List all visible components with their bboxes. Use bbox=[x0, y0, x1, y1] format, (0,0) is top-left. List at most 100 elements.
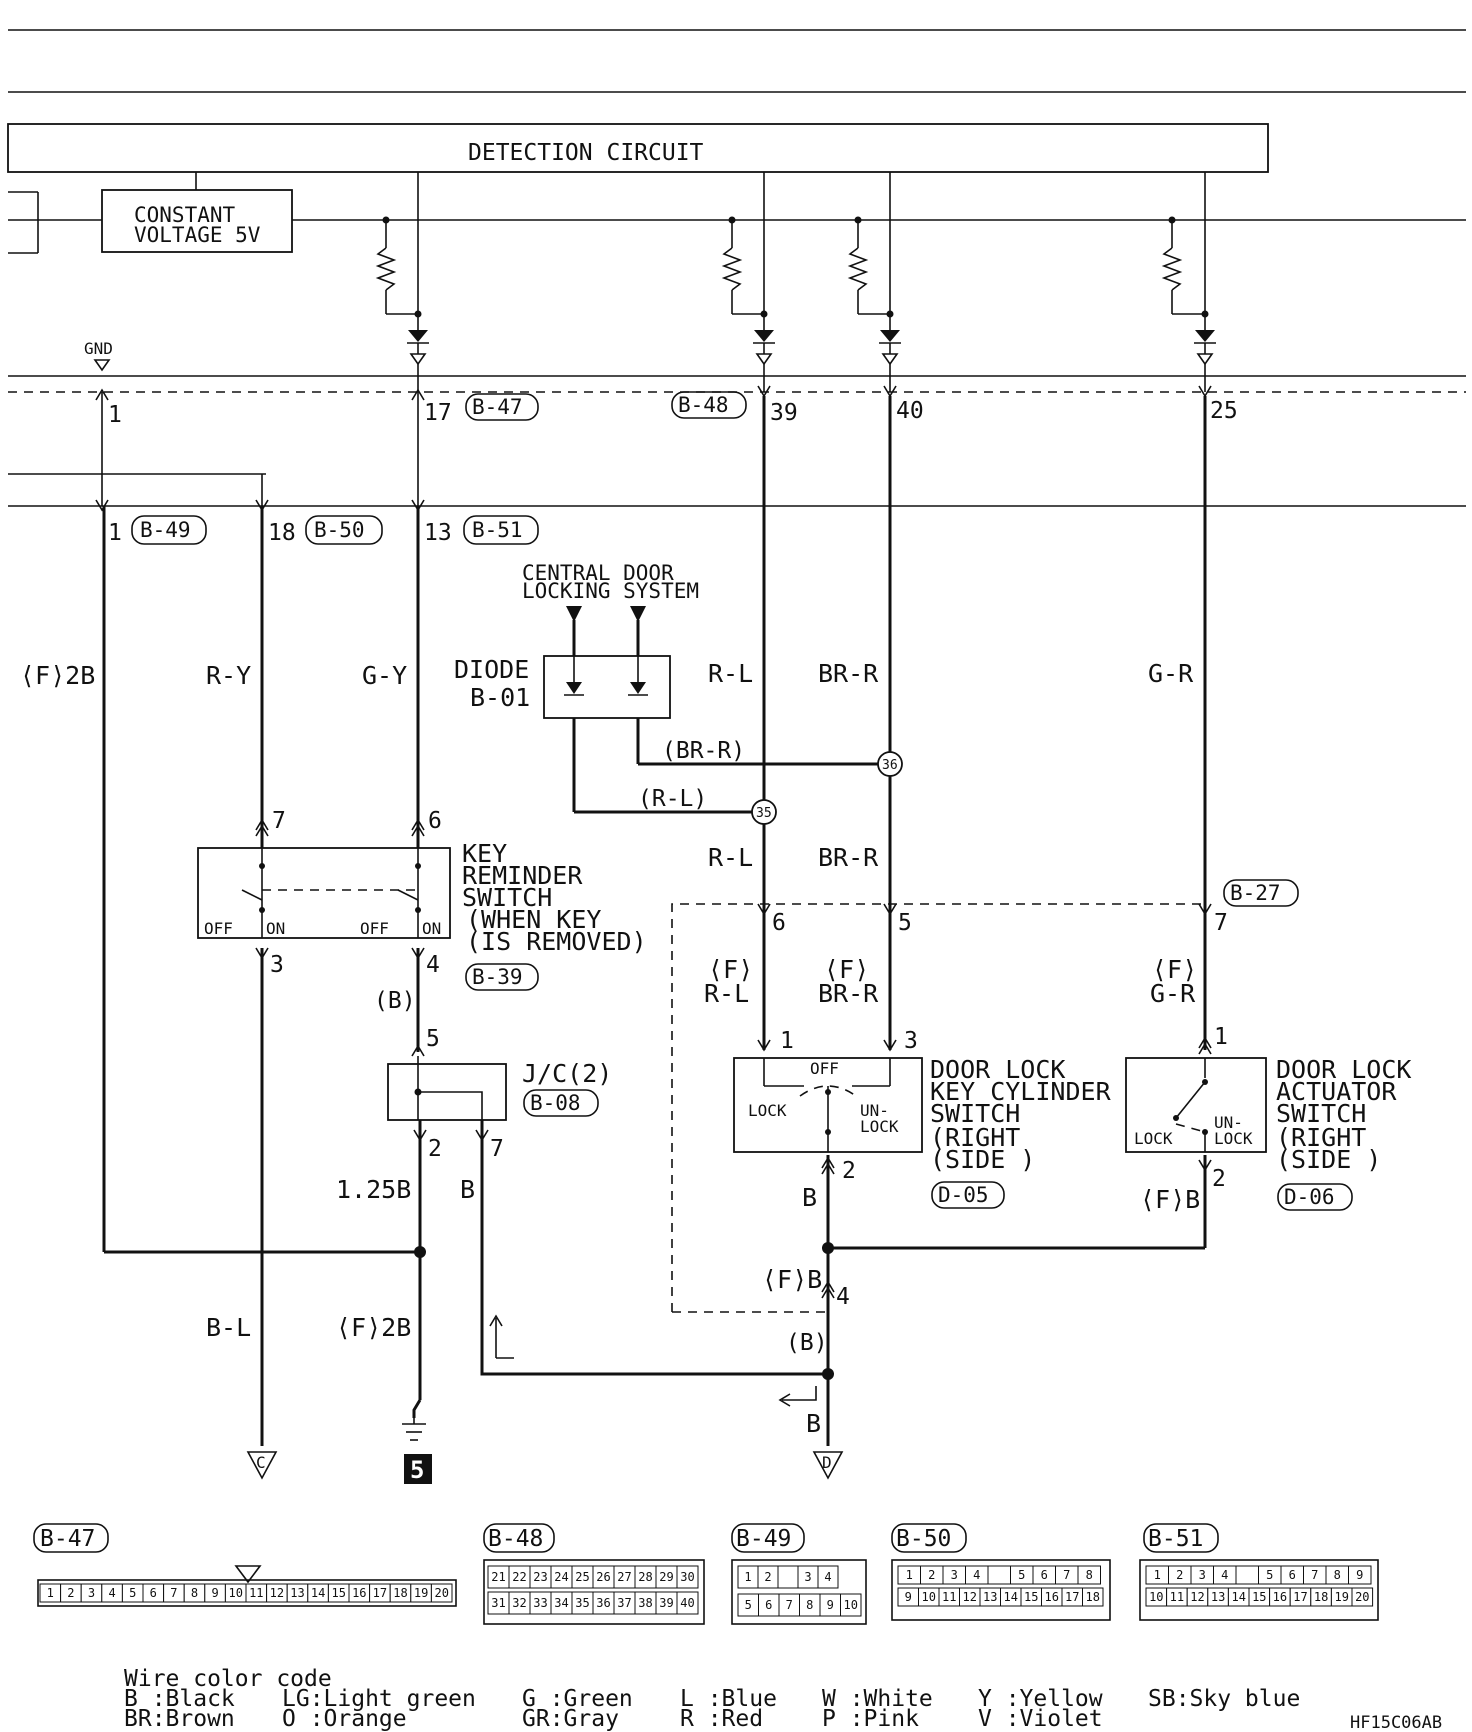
svg-text:(B): (B) bbox=[374, 988, 416, 1014]
door-lock-actuator-switch: 1 LOCK UN- LOCK DOOR LOCK ACTUATOR SWITC… bbox=[1125, 1024, 1411, 1214]
connector-pin-label: 21 bbox=[491, 1570, 505, 1584]
svg-text:(SIDE ): (SIDE ) bbox=[1276, 1145, 1381, 1174]
svg-text:(B): (B) bbox=[786, 1330, 828, 1356]
connector-tag-d05: D-05 bbox=[931, 1181, 1005, 1209]
connector-tag-b50: B-50 bbox=[305, 515, 383, 545]
svg-text:39: 39 bbox=[770, 400, 798, 426]
connector-pin-cell bbox=[840, 1593, 862, 1617]
connector-pin-label: 23 bbox=[533, 1570, 547, 1584]
connector-pin-label: 35 bbox=[575, 1596, 589, 1610]
svg-text:4: 4 bbox=[426, 952, 440, 978]
connector-pin-label: 13 bbox=[1211, 1590, 1225, 1604]
svg-text:J/C(2): J/C(2) bbox=[522, 1059, 612, 1088]
connector-pin-label: 29 bbox=[659, 1570, 673, 1584]
connector-pin-label: 2 bbox=[67, 1586, 74, 1600]
connector-pin-label: 15 bbox=[1252, 1590, 1266, 1604]
connector-pin-cell bbox=[1077, 1565, 1101, 1585]
connector-bands bbox=[8, 375, 1466, 507]
svg-text:D-06: D-06 bbox=[1284, 1185, 1335, 1209]
connector-pin-label: 37 bbox=[617, 1596, 631, 1610]
connector-pin-label: 20 bbox=[1355, 1590, 1369, 1604]
connector-pin-label: 16 bbox=[1045, 1590, 1059, 1604]
svg-text:(SIDE ): (SIDE ) bbox=[930, 1145, 1035, 1174]
svg-text:W :White: W :White bbox=[822, 1686, 933, 1712]
connector-pin-label: 18 bbox=[393, 1586, 407, 1600]
gnd-symbol bbox=[93, 359, 111, 372]
connector-pin-label: 10 bbox=[228, 1586, 242, 1600]
connector-pin-label: 2 bbox=[928, 1568, 935, 1582]
connector-tag-b39: B-39 bbox=[465, 963, 539, 991]
svg-text:SB:Sky blue: SB:Sky blue bbox=[1148, 1686, 1300, 1712]
connector-pin-cell bbox=[430, 1583, 453, 1603]
svg-text:5: 5 bbox=[410, 1456, 424, 1484]
connector-pin-label: 33 bbox=[533, 1596, 547, 1610]
svg-text:4: 4 bbox=[836, 1284, 850, 1310]
connector-pin-label: 14 bbox=[1004, 1590, 1018, 1604]
svg-text:(WHEN KEY: (WHEN KEY bbox=[466, 905, 601, 934]
svg-text:1.25B: 1.25B bbox=[336, 1175, 411, 1204]
connector-pin-label: 26 bbox=[596, 1570, 610, 1584]
connector-pin-cell bbox=[676, 1591, 699, 1615]
svg-text:ACTUATOR: ACTUATOR bbox=[1276, 1077, 1397, 1106]
svg-text:⟨F⟩: ⟨F⟩ bbox=[1152, 955, 1197, 984]
svg-text:B :Black: B :Black bbox=[124, 1686, 235, 1712]
svg-text:36: 36 bbox=[882, 758, 898, 773]
connector-pin-label: 10 bbox=[1149, 1590, 1163, 1604]
svg-text:BR:Brown: BR:Brown bbox=[124, 1706, 235, 1732]
ground-number-badge bbox=[404, 1454, 432, 1484]
svg-text:B: B bbox=[460, 1175, 475, 1204]
svg-text:7: 7 bbox=[1214, 910, 1228, 936]
svg-text:R-L: R-L bbox=[708, 843, 753, 872]
connector-pin-label: 5 bbox=[129, 1586, 136, 1600]
door-lock-key-cylinder-switch: 1 3 OFF LOCK UN- LOCK DOOR LOCK KEY CYLI… bbox=[733, 1028, 1112, 1212]
connector-pin-label: 22 bbox=[512, 1570, 526, 1584]
svg-text:⟨F⟩B: ⟨F⟩B bbox=[1140, 1185, 1200, 1214]
svg-text:B-27: B-27 bbox=[1230, 881, 1281, 905]
page-rules bbox=[8, 29, 1466, 93]
connector-pin-label: 18 bbox=[1086, 1590, 1100, 1604]
svg-text:(RIGHT: (RIGHT bbox=[1276, 1123, 1366, 1152]
svg-text:B-47: B-47 bbox=[40, 1526, 95, 1552]
connector-tag-b48: B-48 bbox=[671, 391, 747, 419]
svg-text:⟨F⟩2B: ⟨F⟩2B bbox=[20, 661, 95, 690]
connector-pin-label: 13 bbox=[290, 1586, 304, 1600]
svg-text:BR-R: BR-R bbox=[818, 979, 879, 1008]
svg-text:DOOR LOCK: DOOR LOCK bbox=[1276, 1055, 1411, 1084]
connector-pin-label: 7 bbox=[786, 1598, 793, 1612]
svg-text:1: 1 bbox=[780, 1028, 794, 1054]
connector-pin-label: 24 bbox=[554, 1570, 568, 1584]
svg-text:B-51: B-51 bbox=[1148, 1526, 1203, 1552]
svg-text:DIODE: DIODE bbox=[454, 655, 529, 684]
svg-text:1: 1 bbox=[108, 520, 122, 546]
svg-text:KEY CYLINDER: KEY CYLINDER bbox=[930, 1077, 1112, 1106]
connector-pin-label: 1 bbox=[906, 1568, 913, 1582]
connector-pin-label: 2 bbox=[764, 1570, 771, 1584]
connector-pin-label: 20 bbox=[434, 1586, 448, 1600]
connector-pin-label: 13 bbox=[983, 1590, 997, 1604]
svg-text:17: 17 bbox=[424, 400, 452, 426]
figure-id: HF15C06AB bbox=[1350, 1713, 1442, 1732]
connector-pin-label: 5 bbox=[745, 1598, 752, 1612]
svg-text:1: 1 bbox=[1214, 1024, 1228, 1050]
connector-pin-label: 3 bbox=[804, 1570, 811, 1584]
connector-pin-label: 28 bbox=[638, 1570, 652, 1584]
connector-pin-label: 39 bbox=[659, 1596, 673, 1610]
svg-text:G-Y: G-Y bbox=[362, 661, 407, 690]
harness-wires bbox=[102, 396, 1207, 1446]
svg-text:(IS REMOVED): (IS REMOVED) bbox=[466, 927, 647, 956]
connector-pin-label: 12 bbox=[963, 1590, 977, 1604]
splice-36 bbox=[877, 751, 903, 777]
connector-pin-label: 14 bbox=[311, 1586, 325, 1600]
svg-text:O :Orange: O :Orange bbox=[282, 1706, 407, 1732]
connector-pin-label: 4 bbox=[973, 1568, 980, 1582]
svg-text:D-05: D-05 bbox=[938, 1183, 989, 1207]
connector-pin-label: 10 bbox=[922, 1590, 936, 1604]
svg-text:⟨F⟩: ⟨F⟩ bbox=[824, 955, 869, 984]
svg-text:LG:Light green: LG:Light green bbox=[282, 1686, 476, 1712]
connector-pin-label: 36 bbox=[596, 1596, 610, 1610]
svg-text:B: B bbox=[802, 1183, 817, 1212]
connector-tag-b48-face: B-48 bbox=[483, 1523, 555, 1553]
connector-pin-cell bbox=[817, 1565, 839, 1589]
wire-color-code: Wire color code B :Black BR:Brown LG:Lig… bbox=[124, 1666, 1300, 1732]
